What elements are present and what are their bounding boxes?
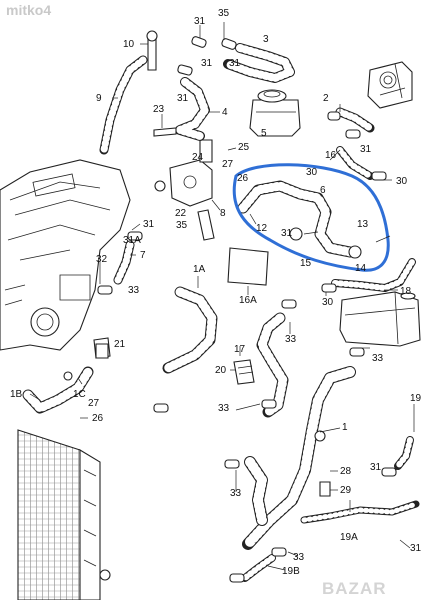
label-31A: 31A — [123, 235, 141, 246]
label-18: 18 — [400, 286, 412, 297]
label-32: 32 — [96, 254, 108, 265]
highlight-outline — [232, 163, 390, 272]
label-6: 6 — [320, 185, 326, 196]
label-16A: 16A — [239, 295, 257, 306]
label-3: 3 — [263, 34, 269, 45]
label-8: 8 — [220, 208, 226, 219]
label-30: 30 — [306, 167, 318, 178]
hose-clamps — [97, 36, 397, 583]
label-24: 24 — [192, 152, 204, 163]
small-parts — [63, 30, 331, 497]
label-26: 26 — [92, 413, 104, 424]
label-31: 31 — [370, 462, 382, 473]
label-21: 21 — [114, 339, 126, 350]
label-28: 28 — [340, 466, 352, 477]
label-33: 33 — [218, 403, 230, 414]
label-33: 33 — [372, 353, 384, 364]
label-26: 26 — [237, 173, 249, 184]
label-13: 13 — [357, 219, 369, 230]
label-33: 33 — [285, 334, 297, 345]
leader-lines — [29, 22, 415, 571]
label-31: 31 — [360, 144, 372, 155]
label-27: 27 — [88, 398, 100, 409]
label-31: 31 — [410, 543, 422, 554]
label-35: 35 — [218, 8, 230, 19]
coolant-reservoir — [339, 291, 421, 347]
engine-block — [0, 159, 131, 351]
label-10: 10 — [123, 39, 135, 50]
hoses — [22, 43, 420, 582]
label-9: 9 — [96, 93, 102, 104]
label-15: 15 — [300, 258, 312, 269]
watermark-bottom: BAZAR — [322, 579, 387, 598]
label-22: 22 — [175, 208, 187, 219]
label-27: 27 — [222, 159, 234, 170]
label-14: 14 — [355, 263, 367, 274]
label-17: 17 — [234, 344, 246, 355]
label-31: 31 — [281, 228, 293, 239]
label-31: 31 — [194, 16, 206, 27]
label-16: 16 — [325, 150, 337, 161]
label-33: 33 — [230, 488, 242, 499]
label-33: 33 — [128, 285, 140, 296]
label-30: 30 — [322, 297, 334, 308]
label-5: 5 — [261, 128, 267, 139]
watermark-top: mitko4 — [6, 2, 51, 18]
label-19B: 19B — [282, 566, 300, 577]
label-20: 20 — [215, 365, 227, 376]
water-flange — [169, 139, 215, 241]
label-7: 7 — [140, 250, 146, 261]
label-31: 31 — [177, 93, 189, 104]
label-1A: 1A — [193, 264, 206, 275]
label-2: 2 — [323, 93, 329, 104]
thermostat-housing — [367, 61, 413, 109]
gasket-plate — [227, 247, 269, 286]
label-12: 12 — [256, 223, 268, 234]
radiator — [17, 429, 111, 600]
label-23: 23 — [153, 104, 165, 115]
label-4: 4 — [222, 107, 228, 118]
label-25: 25 — [238, 142, 250, 153]
label-19: 19 — [410, 393, 422, 404]
label-35: 35 — [176, 220, 188, 231]
part-labels: 35 31 3 10 31 31 31 9 23 4 2 31 5 25 24 … — [10, 8, 422, 577]
expansion-tank-upper — [249, 89, 301, 137]
label-31: 31 — [201, 58, 213, 69]
label-30: 30 — [396, 176, 408, 187]
label-1C: 1C — [73, 389, 86, 400]
label-31: 31 — [229, 58, 241, 69]
label-19A: 19A — [340, 532, 358, 543]
label-1: 1 — [342, 422, 348, 433]
label-29: 29 — [340, 485, 352, 496]
label-33: 33 — [293, 552, 305, 563]
label-1B: 1B — [10, 389, 23, 400]
label-31: 31 — [143, 219, 155, 230]
